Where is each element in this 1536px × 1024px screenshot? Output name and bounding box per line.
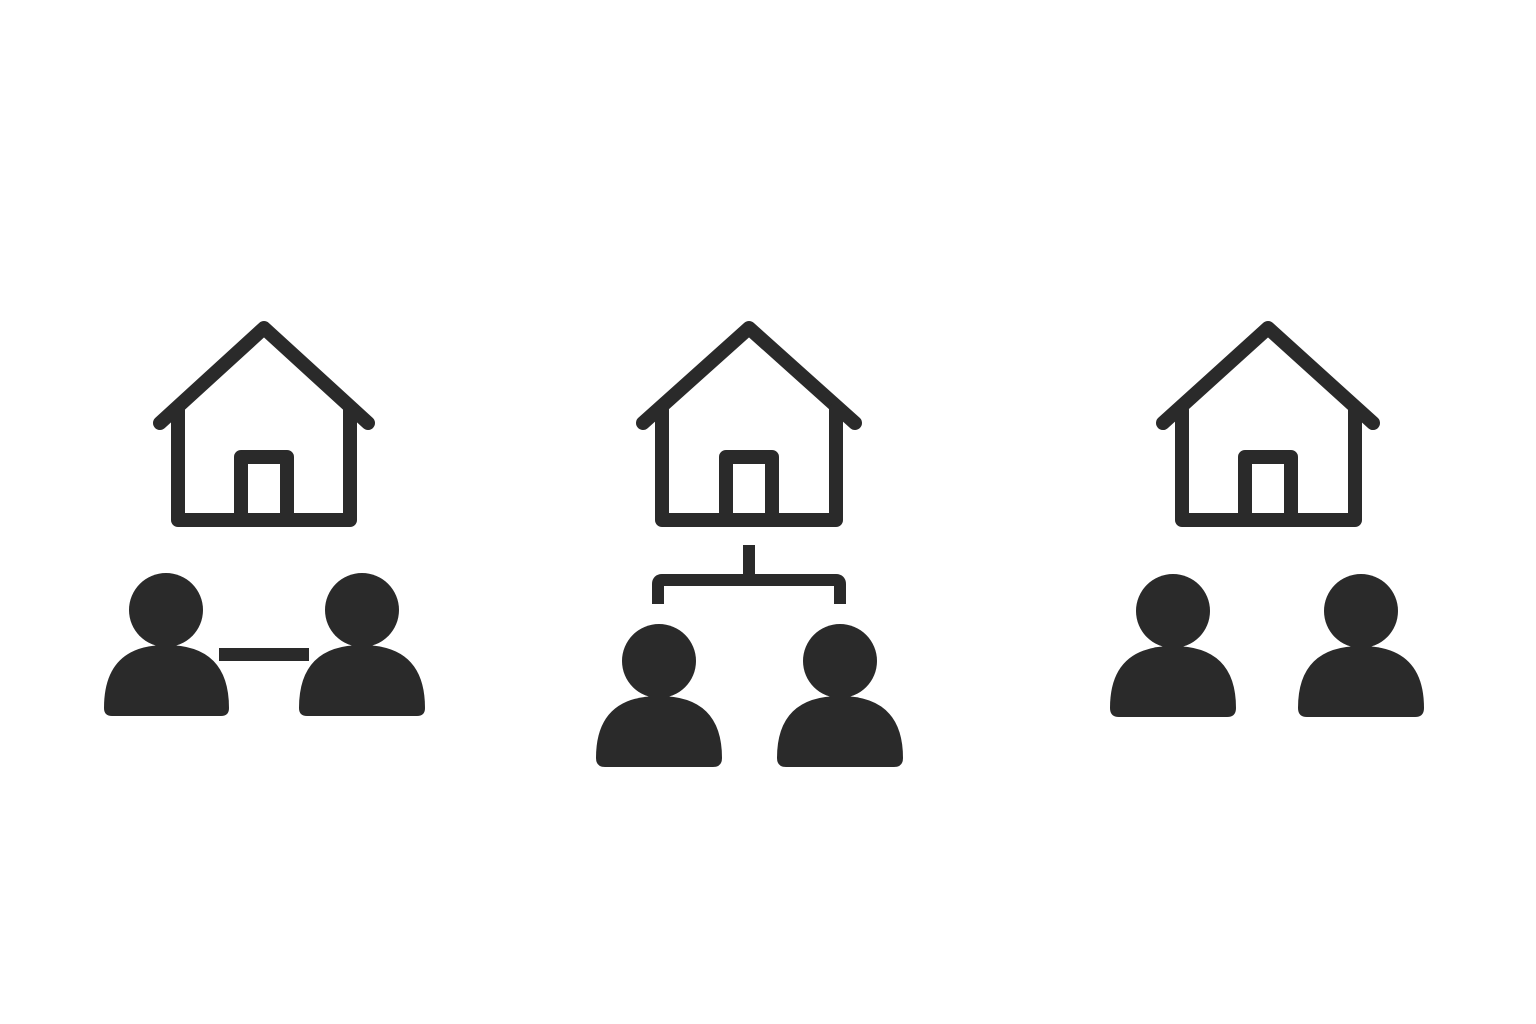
house-icon (1156, 321, 1380, 527)
person-icon (596, 624, 722, 767)
person-icon (299, 573, 425, 716)
group-branch (596, 321, 903, 767)
house-icon (153, 321, 375, 527)
person-icon (104, 573, 229, 716)
group-separate (1110, 321, 1424, 717)
link-connector (219, 648, 309, 661)
person-icon (1110, 574, 1236, 717)
person-icon (1298, 574, 1424, 717)
branch-connector (652, 545, 846, 604)
house-icon (636, 321, 862, 527)
group-linked (104, 321, 425, 716)
person-icon (777, 624, 903, 767)
